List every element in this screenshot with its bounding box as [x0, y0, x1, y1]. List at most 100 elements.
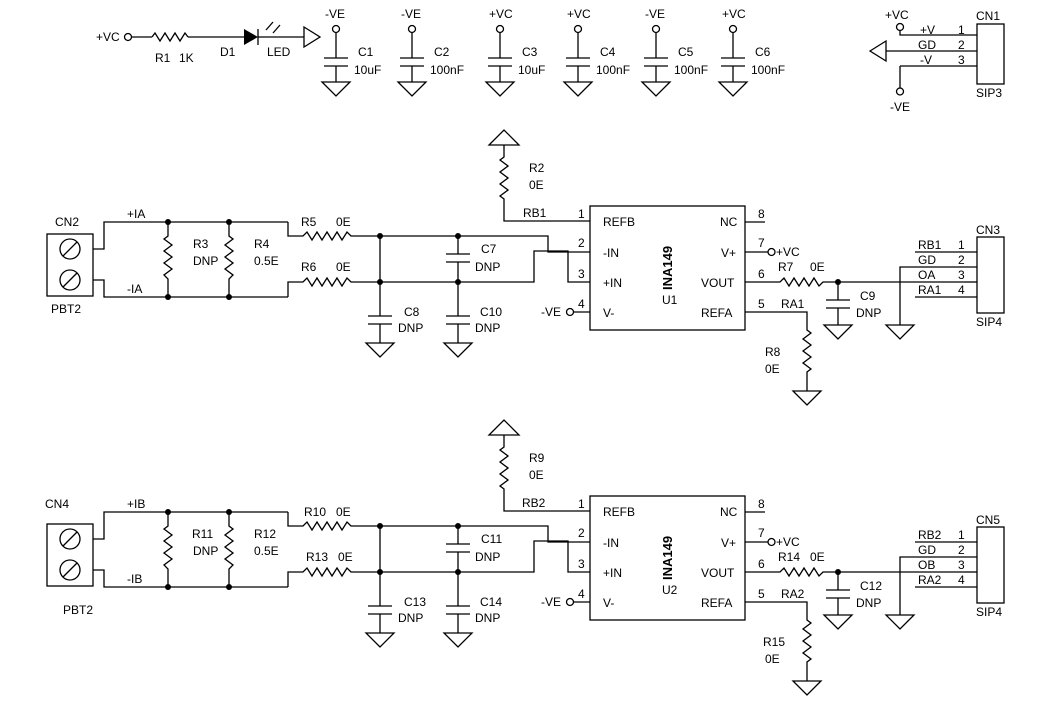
- u1-pin2-name: -IN: [603, 246, 619, 260]
- cn3-pin2-num: 2: [958, 253, 965, 267]
- cn5-pin3-num: 3: [958, 558, 965, 572]
- c6-label: C6: [755, 45, 771, 59]
- u1-pin5-num: 5: [758, 297, 765, 311]
- c5-value: 100nF: [674, 63, 708, 77]
- ra2-net-label: RA2: [781, 587, 805, 601]
- u2-ic-body: [589, 495, 746, 621]
- c9-label: C9: [860, 289, 876, 303]
- u2-pin1-name: REFB: [603, 505, 635, 519]
- c4-label: C4: [600, 45, 616, 59]
- u2-pin4-num: 4: [578, 587, 585, 601]
- cn5-body: [976, 526, 1005, 604]
- c12-value: DNP: [856, 596, 881, 610]
- u2-part-name: INA149: [660, 536, 675, 580]
- u2-pin7-name: V+: [721, 536, 736, 550]
- u1-pin6-name: VOUT: [701, 276, 735, 290]
- ra1-net-label: RA1: [781, 297, 805, 311]
- net-plus-ia: +IA: [127, 207, 145, 221]
- cn3-pin4-num: 4: [958, 283, 965, 297]
- cn1-body: [976, 23, 1005, 85]
- c2-rail-label: -VE: [401, 7, 421, 21]
- u1-pin2-num: 2: [578, 236, 585, 250]
- c14-value: DNP: [475, 611, 500, 625]
- cn3-pin3-net: OA: [918, 268, 935, 282]
- c3-value: 10uF: [518, 63, 545, 77]
- u2-vc-terminal: [767, 537, 776, 547]
- u2-pin4-name: V-: [603, 596, 614, 610]
- r12-resistor: [223, 512, 235, 587]
- c3-rail-label: +VC: [489, 7, 513, 21]
- net-minus-ib: -IB: [127, 572, 142, 586]
- rb2-net-label: RB2: [522, 496, 546, 510]
- c2-ground-symbol: [396, 81, 428, 97]
- r2-resistor: [498, 145, 590, 222]
- r12-value: 0.5E: [254, 544, 279, 558]
- c5-ground-symbol: [640, 81, 672, 97]
- c1-label: C1: [358, 45, 374, 59]
- cn3-pin1-net: RB1: [918, 238, 942, 252]
- r8-ground-symbol: [791, 390, 823, 406]
- c5-label: C5: [678, 45, 694, 59]
- r10-value: 0E: [336, 505, 351, 519]
- u1-vc-label: +VC: [776, 245, 800, 259]
- cn3-pin3-num: 3: [958, 268, 965, 282]
- cn3-label: CN3: [976, 223, 1000, 237]
- r6-label: R6: [301, 260, 317, 274]
- u2-vc-label: +VC: [776, 535, 800, 549]
- cn1-ve-terminal: [895, 87, 905, 96]
- channel-b: CN4 PBT2 +IB -IB R11 DNP R12 0.5E R10 0E…: [45, 419, 1005, 696]
- r4-resistor: [223, 222, 235, 297]
- u1-pin4-name: V-: [603, 306, 614, 320]
- cn1-vc-label: +VC: [885, 8, 909, 22]
- c7-value: DNP: [475, 260, 500, 274]
- r11-resistor: [162, 512, 174, 587]
- r9-resistor: [498, 435, 590, 512]
- r5-resistor: [287, 222, 590, 253]
- c12-ground-symbol: [822, 614, 854, 630]
- vc-input-label: +VC: [96, 30, 120, 44]
- c8-ground-symbol: [364, 342, 396, 358]
- c10-value: DNP: [475, 321, 500, 335]
- cn3-pin1-num: 1: [958, 238, 965, 252]
- c14-label: C14: [480, 595, 502, 609]
- u2-pin2-num: 2: [578, 526, 585, 540]
- cn5-type: SIP4: [976, 605, 1002, 619]
- r11-label: R11: [192, 527, 213, 541]
- r7-resistor: [745, 276, 965, 288]
- cn1-type: SIP3: [976, 86, 1002, 100]
- u1-part-name: INA149: [660, 246, 675, 290]
- r4-label: R4: [254, 237, 270, 251]
- r12-label: R12: [254, 527, 276, 541]
- r5-label: R5: [301, 215, 317, 229]
- r2-value: 0E: [529, 178, 544, 192]
- net-minus-ia: -IA: [127, 282, 142, 296]
- c13-label: C13: [404, 595, 426, 609]
- u1-pin4-num: 4: [578, 297, 585, 311]
- c6-value: 100nF: [751, 63, 785, 77]
- r3-label: R3: [193, 237, 209, 251]
- r4-value: 0.5E: [254, 254, 279, 268]
- net-plus-ib: +IB: [127, 497, 145, 511]
- r5-value: 0E: [336, 215, 351, 229]
- led-emission-arrow: [265, 21, 274, 31]
- c9-ground-symbol: [822, 324, 854, 340]
- r14-label: R14: [778, 550, 800, 564]
- r15-ground-symbol: [791, 680, 823, 696]
- r13-value: 0E: [338, 550, 353, 564]
- c4-rail-label: +VC: [567, 7, 591, 21]
- u1-ve-label: -VE: [541, 305, 561, 319]
- d1-label: D1: [220, 45, 236, 59]
- cn1-pin1-num: 1: [958, 23, 965, 37]
- cn5-pin2-net: GD: [918, 543, 936, 557]
- u1-pin7-num: 7: [758, 236, 765, 250]
- c5-rail-label: -VE: [645, 7, 665, 21]
- u2-pin2-name: -IN: [603, 536, 619, 550]
- cn5-pin3-net: OB: [918, 558, 935, 572]
- cn5-pin4-net: RA2: [918, 573, 942, 587]
- c11-value: DNP: [475, 550, 500, 564]
- u2-ve-label: -VE: [541, 595, 561, 609]
- r7-value: 0E: [810, 260, 825, 274]
- cn1-ve-label: -VE: [890, 100, 910, 114]
